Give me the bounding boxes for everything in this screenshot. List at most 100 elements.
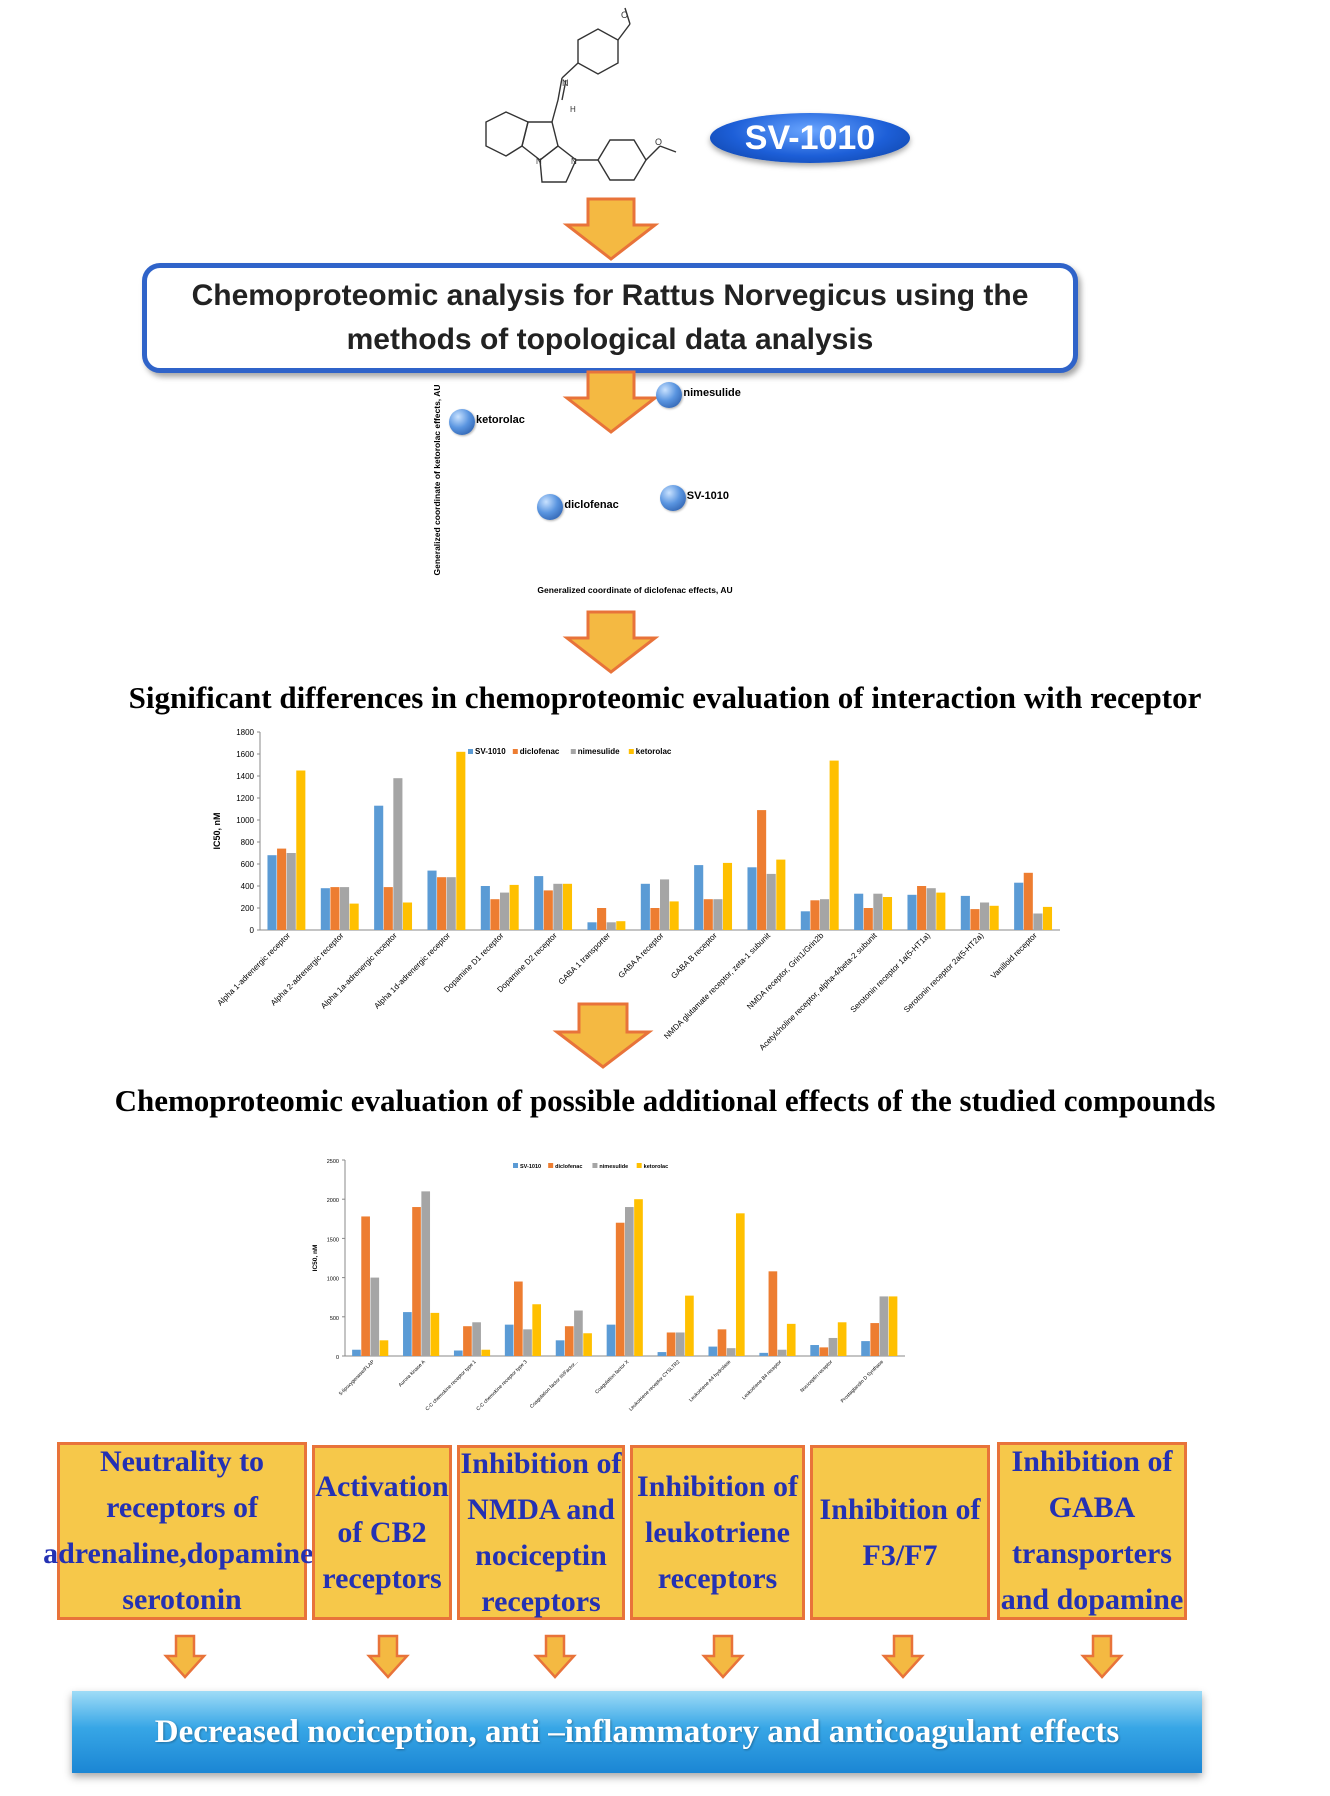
bar — [819, 1347, 829, 1356]
bar — [504, 1324, 514, 1356]
bar — [277, 848, 287, 930]
bar — [820, 899, 830, 930]
method-line-1: Chemoproteomic analysis for Rattus Norve… — [191, 279, 1029, 312]
y-axis-label: IC50, nM — [312, 1245, 319, 1272]
category-label: Coagulation factor X — [594, 1359, 631, 1396]
svg-text:O: O — [621, 10, 628, 20]
legend-swatch — [592, 1163, 598, 1168]
bar — [430, 1312, 440, 1356]
bar — [800, 911, 810, 930]
bar — [514, 1281, 523, 1356]
legend-swatch — [636, 1163, 642, 1168]
bar — [500, 892, 510, 930]
bar — [583, 1333, 592, 1356]
bar — [713, 899, 723, 930]
category-label: Leukotriene receptor CYSLTR2 — [628, 1359, 681, 1412]
bar — [717, 1329, 727, 1356]
bar — [747, 867, 757, 930]
down-arrow-icon — [163, 1634, 207, 1679]
bar — [810, 900, 820, 930]
section-title-additional: Chemoproteomic evaluation of possible ad… — [114, 1083, 1216, 1118]
svg-text:H: H — [570, 105, 576, 114]
bar — [675, 1332, 685, 1356]
bar — [625, 1207, 634, 1356]
down-arrow-icon — [881, 1634, 925, 1679]
conclusion-bar: Decreased nociception, anti –inflammator… — [72, 1691, 1202, 1773]
bar — [936, 892, 946, 930]
method-box: Chemoproteomic analysis for Rattus Norve… — [142, 263, 1078, 373]
effect-label: Activation of CB2 receptors — [315, 1469, 449, 1595]
bar — [759, 1352, 769, 1356]
svg-text:N: N — [536, 157, 542, 166]
bar — [615, 1222, 625, 1356]
svg-text:O: O — [655, 137, 662, 147]
effect-label: Inhibition of NMDA and nociceptin recept… — [460, 1446, 622, 1618]
y-tick-label: 0 — [336, 1355, 339, 1361]
bar — [634, 1199, 643, 1356]
category-label: Leukotriene B4 receptor — [741, 1359, 783, 1401]
bar — [597, 908, 607, 930]
category-label: C-C chemokine receptor type 3 — [475, 1359, 528, 1412]
legend-swatch — [512, 749, 518, 754]
bar — [726, 1348, 736, 1356]
bar — [703, 899, 713, 930]
down-arrow-icon — [562, 197, 660, 261]
legend-label: ketorolac — [644, 1164, 668, 1170]
bar — [708, 1346, 718, 1356]
bar — [296, 770, 306, 930]
bar — [412, 1207, 421, 1356]
bar — [777, 1349, 787, 1356]
bar — [453, 1350, 463, 1356]
bar — [1042, 906, 1053, 930]
bar — [379, 1340, 389, 1356]
bar — [361, 1216, 370, 1356]
bar — [873, 893, 883, 930]
scatter-ylabel: Generalized coordinate of ketorolac effe… — [432, 384, 442, 576]
svg-text:N: N — [562, 78, 569, 88]
compound-badge: SV-1010 — [710, 113, 910, 163]
effect-box-gaba: Inhibition of GABA transporters and dopa… — [997, 1442, 1187, 1620]
bar — [370, 1277, 380, 1356]
scatter-point-label: SV-1010 — [686, 489, 729, 502]
category-label: Nociceptin receptor — [799, 1359, 834, 1394]
bar — [776, 859, 786, 930]
receptor-ic50-chart: IC50, nM02004006008001000120014001600180… — [212, 728, 1060, 1052]
legend-label: SV-1010 — [475, 747, 506, 756]
bar — [480, 886, 490, 930]
y-tick-label: 2000 — [327, 1198, 339, 1204]
y-tick-label: 800 — [241, 838, 255, 847]
category-label: Leukotriene A4 hydrolase — [688, 1359, 732, 1403]
bar — [786, 1323, 796, 1356]
y-tick-label: 1600 — [236, 750, 254, 759]
molecule-structure: O N H N N O — [485, 7, 677, 183]
bar — [606, 1324, 616, 1356]
y-tick-label: 1800 — [236, 728, 254, 737]
y-tick-label: 600 — [241, 860, 255, 869]
bar — [403, 1312, 412, 1356]
effect-box-f3f7: Inhibition of F3/F7 — [810, 1445, 990, 1620]
bar — [463, 1326, 472, 1356]
bar — [870, 1323, 880, 1356]
category-label: GABA 1 transporter — [557, 931, 613, 987]
bar — [989, 905, 999, 930]
legend-label: nimesulide — [578, 747, 620, 756]
y-tick-label: 1000 — [327, 1277, 339, 1283]
category-label: Vanilloid receptor — [989, 931, 1039, 981]
tda-scatter: Generalized coordinate of ketorolac effe… — [425, 380, 805, 600]
bar — [861, 1341, 870, 1356]
category-label: Acetylcholine receptor, alpha-4/beta-2 s… — [758, 931, 880, 1053]
down-arrow-icon — [552, 1002, 654, 1069]
scatter-point-label: diclofenac — [564, 499, 619, 512]
bar — [534, 876, 544, 930]
bar — [1014, 882, 1024, 930]
scatter-point-label: ketorolac — [476, 413, 525, 426]
bar — [917, 886, 927, 930]
bar — [640, 883, 650, 930]
bar — [685, 1295, 694, 1356]
bar — [427, 870, 437, 930]
category-label: Coagulation factor III/Factor... — [529, 1359, 580, 1410]
category-label: NMDA glutamate receptor, zeta-1 subunit — [662, 931, 772, 1041]
legend-swatch — [513, 1163, 518, 1168]
bar — [340, 887, 350, 930]
bar — [960, 895, 970, 930]
